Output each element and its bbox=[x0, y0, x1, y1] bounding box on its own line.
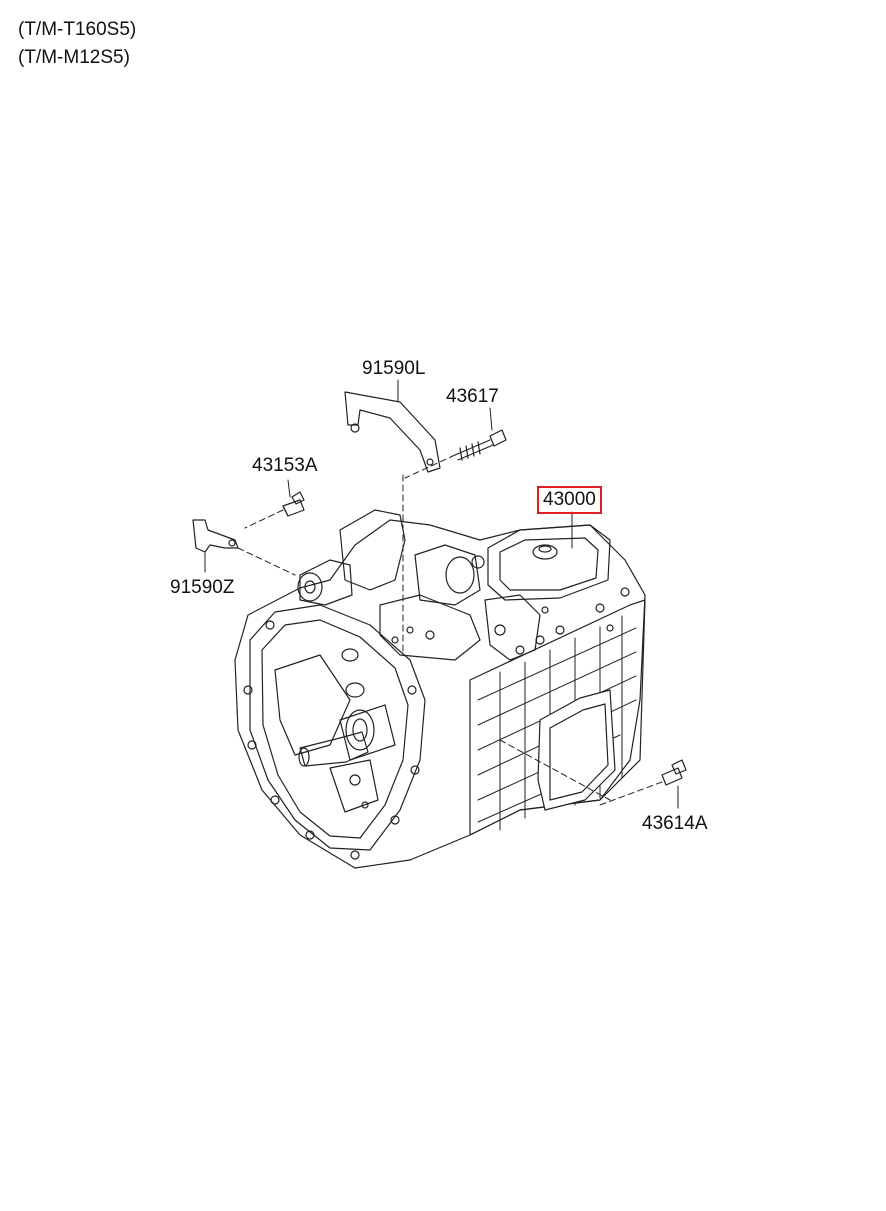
bell-housing bbox=[250, 605, 425, 850]
model-code-2: (T/M-M12S5) bbox=[18, 47, 130, 68]
shift-housing bbox=[340, 510, 405, 590]
bolt-43617 bbox=[455, 430, 506, 460]
bracket-91590l bbox=[345, 392, 440, 472]
bracket-91590z bbox=[193, 520, 238, 552]
callout-43614A[interactable]: 43614A bbox=[642, 813, 708, 834]
callout-91590L[interactable]: 91590L bbox=[362, 358, 426, 379]
transmission-case bbox=[235, 520, 645, 868]
bolt-43153a bbox=[283, 492, 304, 516]
top-cover bbox=[488, 525, 610, 600]
pto-cover bbox=[538, 690, 615, 810]
callout-43153A[interactable]: 43153A bbox=[252, 455, 318, 476]
callout-91590Z[interactable]: 91590Z bbox=[170, 577, 235, 598]
case-ribs bbox=[470, 600, 645, 835]
callout-43000[interactable]: 43000 bbox=[537, 486, 602, 514]
callout-43617[interactable]: 43617 bbox=[446, 386, 499, 407]
bolt-43614a bbox=[662, 760, 686, 785]
model-code-1: (T/M-T160S5) bbox=[18, 19, 137, 40]
